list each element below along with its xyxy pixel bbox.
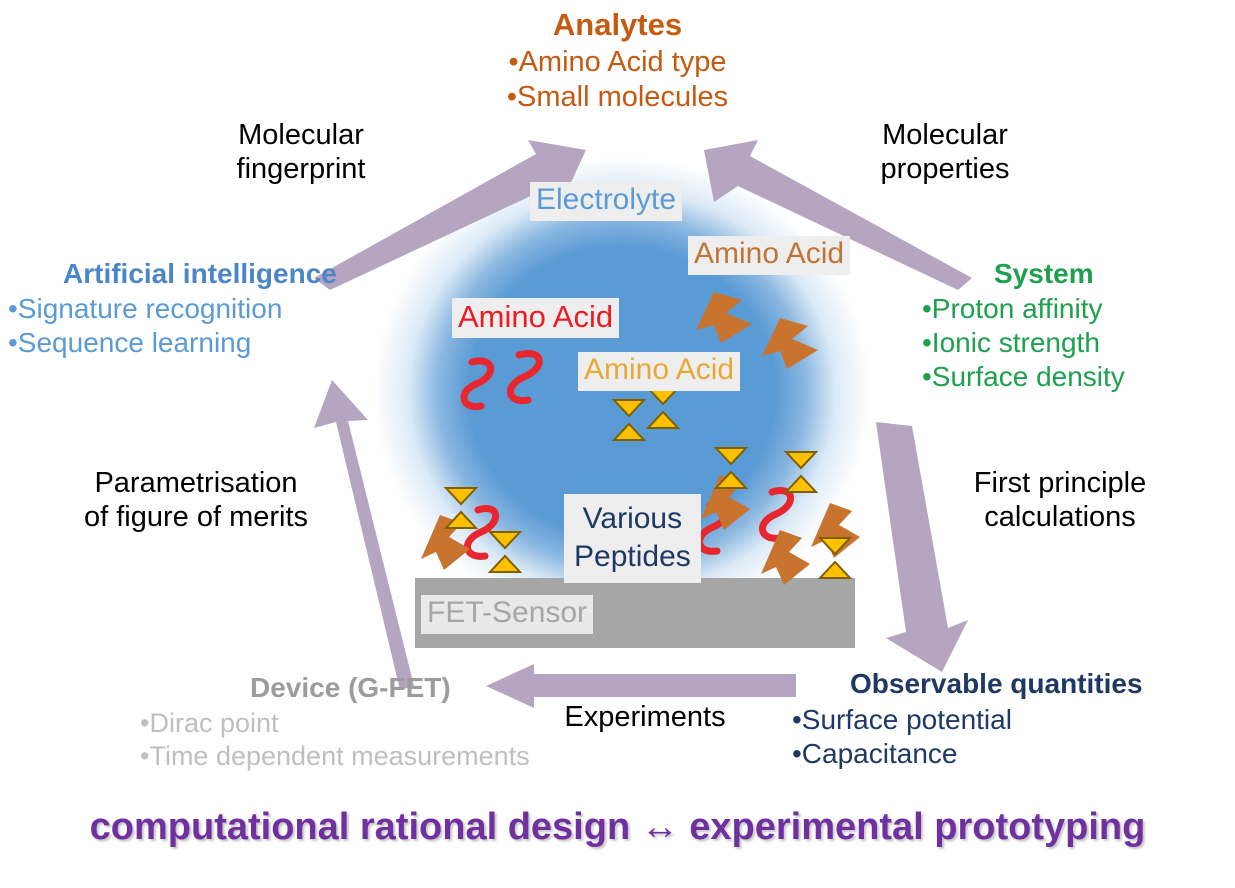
observable-item-0: •Surface potential [792, 704, 1012, 736]
edge-label-parametrisation: Parametrisation of figure of merits [46, 466, 346, 534]
amino-acid-label-red: Amino Acid [452, 298, 620, 338]
various-peptides-label: Various Peptides [564, 494, 701, 583]
observable-item-1: •Capacitance [792, 737, 958, 769]
analytes-item-1: •Small molecules [506, 80, 729, 113]
system-item-0: •Proton affinity [922, 293, 1103, 325]
edge-label-molecular-fingerprint-line-2: fingerprint [236, 153, 366, 186]
arrow-ai-to-analytes [314, 140, 586, 290]
node-device: Device (G-FET) •Dirac point •Time depend… [140, 672, 530, 772]
observable-items: •Surface potential •Capacitance [792, 703, 1143, 770]
arrow-analytes-to-system [704, 140, 972, 290]
edge-label-parametrisation-line-2: of figure of merits [83, 501, 309, 534]
observable-title: Observable quantities [850, 668, 1143, 699]
edge-label-molecular-properties-line-2: properties [880, 153, 1010, 186]
node-analytes: Analytes •Amino Acid type •Small molecul… [0, 7, 1235, 115]
edge-label-experiments: Experiments [530, 700, 760, 734]
ai-item-0: •Signature recognition [8, 293, 283, 325]
fet-sensor-label: FET-Sensor [421, 595, 594, 634]
electrolyte-label: Electrolyte [530, 182, 683, 221]
system-item-1: •Ionic strength [922, 326, 1100, 358]
node-artificial-intelligence: Artificial intelligence •Signature recog… [8, 258, 337, 360]
various-peptides-line-2: Peptides [574, 539, 691, 573]
ai-items: •Signature recognition •Sequence learnin… [8, 292, 337, 359]
analytes-title: Analytes [552, 7, 683, 42]
arrow-system-to-observable [876, 422, 968, 672]
edge-label-first-principle-line-2: calculations [984, 501, 1136, 534]
node-system: System •Proton affinity •Ionic strength … [922, 258, 1125, 393]
amino-acid-label-orange: Amino Acid [688, 236, 851, 275]
arrow-device-to-ai [314, 380, 414, 690]
edge-label-first-principle: First principle calculations [930, 466, 1190, 534]
arrow-observable-to-device [486, 664, 796, 708]
system-item-2: •Surface density [922, 360, 1125, 392]
edge-label-molecular-properties-line-1: Molecular [882, 119, 1008, 151]
edge-label-first-principle-line-1: First principle [973, 467, 1147, 499]
analytes-items: •Amino Acid type •Small molecules [0, 45, 1235, 115]
amino-acid-label-yellow: Amino Acid [578, 352, 741, 391]
device-items: •Dirac point •Time dependent measurement… [140, 707, 530, 772]
edge-label-molecular-fingerprint-line-1: Molecular [238, 119, 364, 151]
edge-label-molecular-properties: Molecular properties [840, 118, 1050, 186]
device-item-0: •Dirac point [140, 708, 279, 739]
device-title: Device (G-FET) [250, 672, 451, 703]
system-title: System [994, 258, 1094, 289]
edge-label-parametrisation-line-1: Parametrisation [94, 467, 298, 499]
edge-label-experiments-line-1: Experiments [564, 701, 726, 733]
various-peptides-line-1: Various [582, 502, 683, 535]
edge-label-molecular-fingerprint: Molecular fingerprint [196, 118, 406, 186]
system-items: •Proton affinity •Ionic strength •Surfac… [922, 292, 1125, 393]
node-observable-quantities: Observable quantities •Surface potential… [792, 668, 1143, 771]
analytes-item-0: •Amino Acid type [508, 45, 727, 78]
device-item-1: •Time dependent measurements [140, 740, 530, 771]
ai-item-1: •Sequence learning [8, 326, 252, 358]
ai-title: Artificial intelligence [63, 258, 337, 289]
diagram-caption: computational rational design ↔ experime… [89, 806, 1146, 848]
